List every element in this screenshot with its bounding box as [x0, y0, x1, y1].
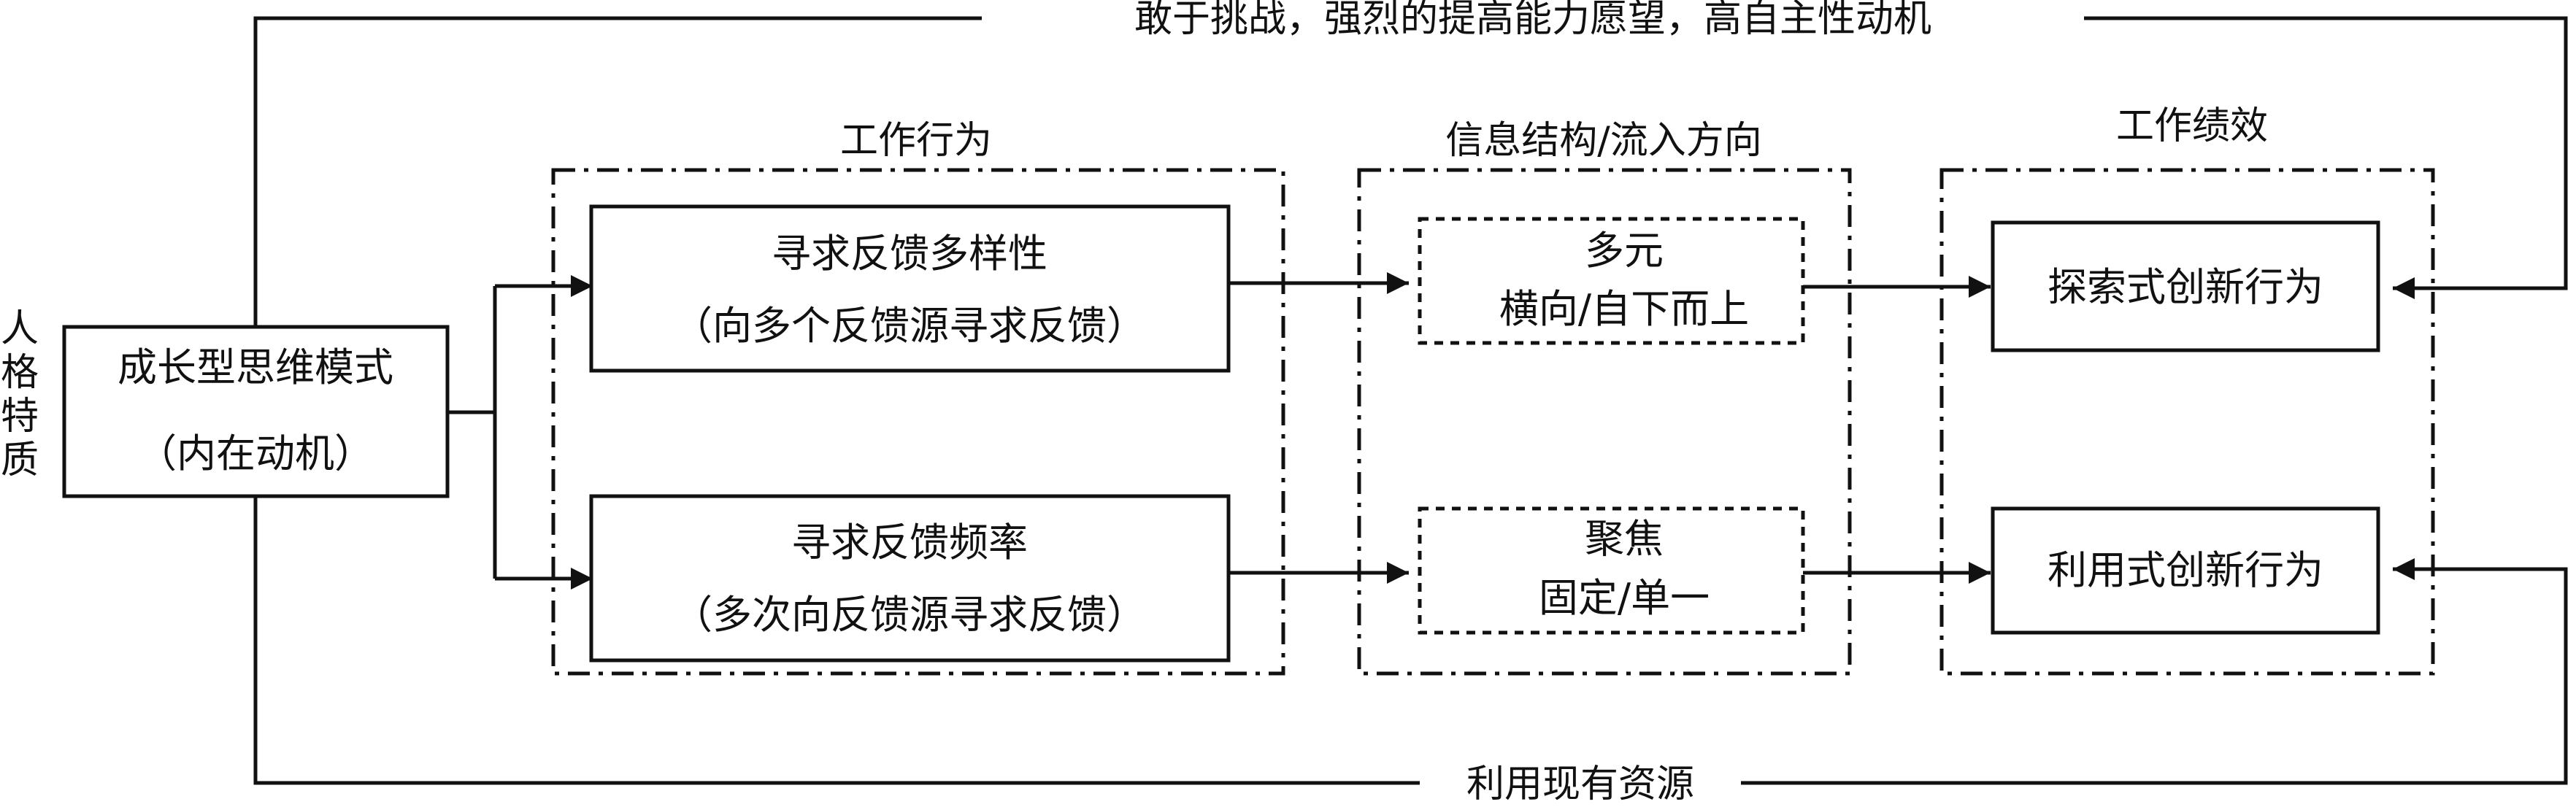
- behavior-box-feedback-frequency: 寻求反馈频率 （多次向反馈源寻求反馈）: [589, 494, 1231, 663]
- behavior-to-info-arrows: [1229, 272, 1409, 584]
- info-box-multi: 多元 横向/自下而上: [1418, 217, 1805, 345]
- info-box-focus: 聚焦 固定/单一: [1418, 506, 1805, 635]
- behavior-box-frequency-subtitle: （多次向反馈源寻求反馈）: [673, 592, 1146, 638]
- side-label-personality-trait: 人 格 特 质: [1, 307, 39, 482]
- behavior-box-diversity-subtitle: （向多个反馈源寻求反馈）: [673, 303, 1146, 349]
- behavior-box-diversity-title: 寻求反馈多样性: [772, 231, 1047, 277]
- performance-box-exploitative: 利用式创新行为: [1991, 506, 2380, 635]
- side-label-char: 人: [1, 307, 39, 351]
- group-title-info-structure: 信息结构/流入方向: [1445, 119, 1762, 163]
- side-label-char: 质: [1, 439, 39, 482]
- bottom-loop-connector: [253, 496, 2568, 785]
- info-box-focus-subtitle: 固定/单一: [1539, 575, 1710, 621]
- branch-connector: [447, 275, 593, 590]
- info-box-multi-title: 多元: [1585, 228, 1664, 274]
- mindset-box: 成长型思维模式 （内在动机）: [62, 325, 450, 498]
- behavior-box-frequency-title: 寻求反馈频率: [791, 520, 1028, 565]
- side-label-char: 格: [1, 351, 39, 395]
- performance-box-exploratory-label: 探索式创新行为: [2048, 264, 2323, 310]
- group-work-behavior: 工作行为: [551, 119, 1285, 676]
- mindset-box-title: 成长型思维模式: [118, 344, 393, 390]
- performance-box-exploitative-label: 利用式创新行为: [2048, 547, 2323, 593]
- info-to-performance-arrows: [1803, 276, 1991, 584]
- behavior-box-feedback-diversity: 寻求反馈多样性 （向多个反馈源寻求反馈）: [589, 204, 1231, 373]
- top-loop-label: 敢于挑战，强烈的提高能力愿望，高自主性动机: [1134, 0, 1931, 41]
- group-title-work-behavior: 工作行为: [840, 119, 992, 163]
- top-loop-connector: [253, 16, 2568, 327]
- group-performance: 工作绩效: [1939, 104, 2435, 676]
- info-box-focus-title: 聚焦: [1585, 516, 1664, 562]
- side-label-char: 特: [1, 395, 39, 439]
- group-info-structure: 信息结构/流入方向: [1357, 119, 1852, 676]
- group-title-performance: 工作绩效: [2116, 104, 2268, 148]
- bottom-loop-label: 利用现有资源: [1466, 762, 1694, 806]
- mindset-box-subtitle: （内在动机）: [137, 430, 374, 476]
- info-box-multi-subtitle: 横向/自下而上: [1499, 286, 1749, 332]
- performance-box-exploratory: 探索式创新行为: [1991, 220, 2380, 352]
